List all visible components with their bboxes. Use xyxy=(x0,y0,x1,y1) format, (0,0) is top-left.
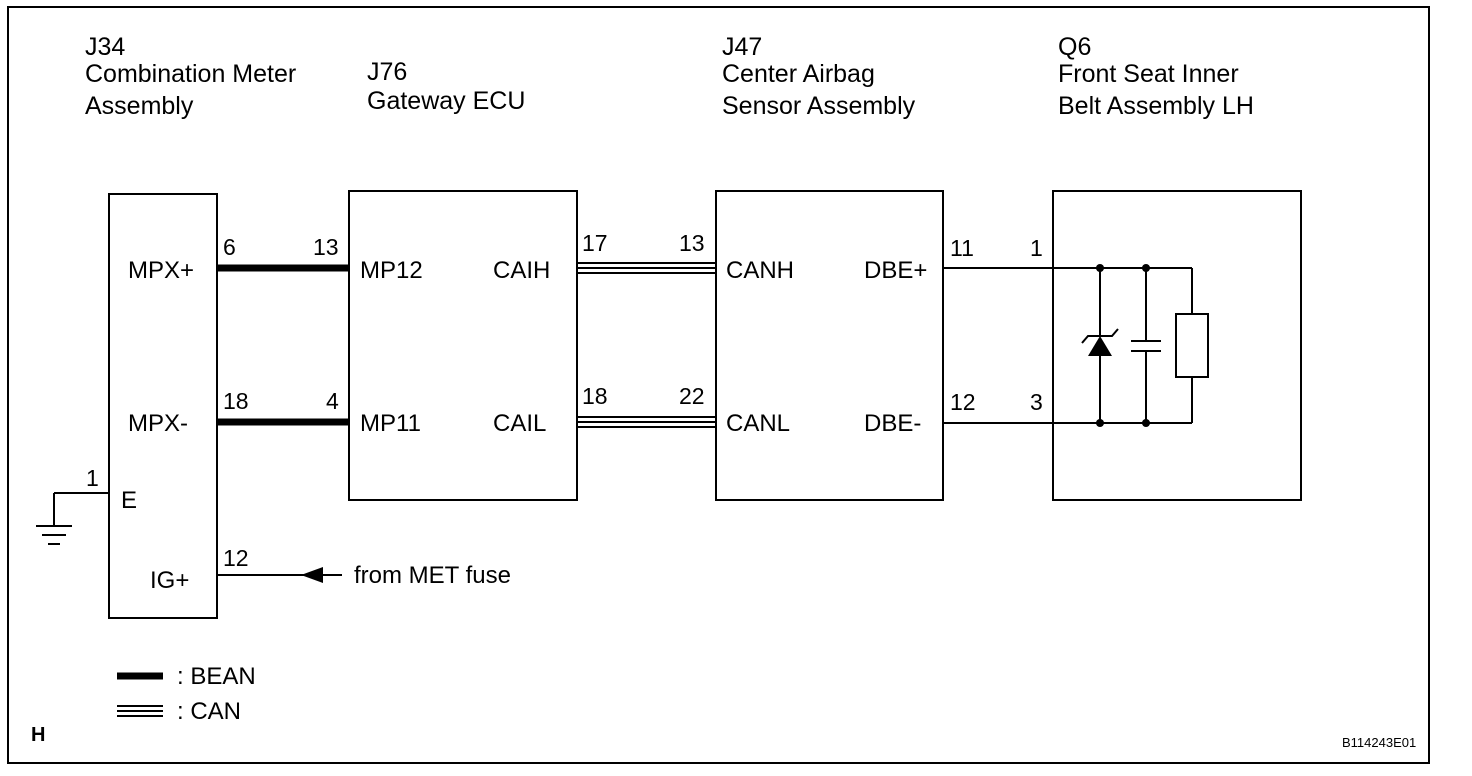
q6-internal-circuit xyxy=(1081,264,1209,427)
q6-header: Q6 Front Seat Inner Belt Assembly LH xyxy=(1058,33,1254,120)
j47-name-line2: Sensor Assembly xyxy=(722,92,916,120)
legend: : BEAN : CAN xyxy=(117,663,256,725)
pin-j76-cail: 18 xyxy=(582,383,608,409)
j47-terminal-canl: CANL xyxy=(726,410,790,437)
pin-q6-3: 3 xyxy=(1030,389,1043,415)
pin-j34-mpx-plus: 6 xyxy=(223,234,236,260)
q6-name-line1: Front Seat Inner xyxy=(1058,60,1239,88)
pin-j34-e: 1 xyxy=(86,465,99,491)
j34-terminal-ig-plus: IG+ xyxy=(150,567,189,594)
j47-terminal-dbe-minus: DBE- xyxy=(864,410,921,437)
j47-name-line1: Center Airbag xyxy=(722,60,875,88)
j76-box xyxy=(348,190,578,501)
j76-terminal-caih: CAIH xyxy=(493,257,550,284)
corner-mark: H xyxy=(31,724,45,746)
ig-feed xyxy=(217,567,342,583)
fuse-note: from MET fuse xyxy=(354,562,511,589)
pin-q6-1: 1 xyxy=(1030,235,1043,261)
j47-code: J47 xyxy=(722,33,762,61)
pin-j47-dbe-minus: 12 xyxy=(950,389,976,415)
j47-header: J47 Center Airbag Sensor Assembly xyxy=(722,33,916,120)
j76-header: J76 Gateway ECU xyxy=(367,58,525,115)
pin-j76-mp11: 4 xyxy=(326,388,339,414)
can-wire-high xyxy=(577,262,716,274)
legend-can-label: : CAN xyxy=(177,698,241,725)
j34-name-line2: Assembly xyxy=(85,92,194,120)
ground-connection xyxy=(36,492,109,545)
q6-name-line2: Belt Assembly LH xyxy=(1058,92,1254,120)
j76-name-line1: Gateway ECU xyxy=(367,87,525,115)
figure-code: B114243E01 xyxy=(1342,735,1416,750)
j76-terminal-cail: CAIL xyxy=(493,410,546,437)
j76-terminal-mp12: MP12 xyxy=(360,257,423,284)
pin-j34-ig-plus: 12 xyxy=(223,545,249,571)
pin-j47-canh: 13 xyxy=(679,230,705,256)
j34-code: J34 xyxy=(85,33,125,61)
j34-header: J34 Combination Meter Assembly xyxy=(85,33,296,120)
pin-j47-canl: 22 xyxy=(679,383,705,409)
j47-box xyxy=(715,190,944,501)
j76-code: J76 xyxy=(367,58,407,86)
q6-code: Q6 xyxy=(1058,33,1091,61)
q6-box xyxy=(1052,190,1302,501)
pin-j34-mpx-minus: 18 xyxy=(223,388,249,414)
can-wire-low xyxy=(577,416,716,428)
j34-terminal-mpx-minus: MPX- xyxy=(128,410,188,437)
pin-j76-mp12: 13 xyxy=(313,234,339,260)
legend-can-swatch xyxy=(117,705,163,717)
j76-terminal-mp11: MP11 xyxy=(360,410,421,437)
pin-j76-caih: 17 xyxy=(582,230,608,256)
j34-name-line1: Combination Meter xyxy=(85,60,296,88)
resistor-symbol xyxy=(1175,313,1209,378)
zener-diode-symbol xyxy=(1088,336,1112,356)
j47-terminal-dbe-plus: DBE+ xyxy=(864,257,927,284)
legend-bean-label: : BEAN xyxy=(177,663,256,690)
j47-terminal-canh: CANH xyxy=(726,257,794,284)
j34-box xyxy=(108,193,218,619)
diagram-frame xyxy=(7,6,1430,764)
j34-terminal-mpx-plus: MPX+ xyxy=(128,257,194,284)
j34-terminal-e: E xyxy=(121,487,137,514)
pin-j47-dbe-plus: 11 xyxy=(950,235,974,261)
arrow-left-icon xyxy=(301,567,323,583)
